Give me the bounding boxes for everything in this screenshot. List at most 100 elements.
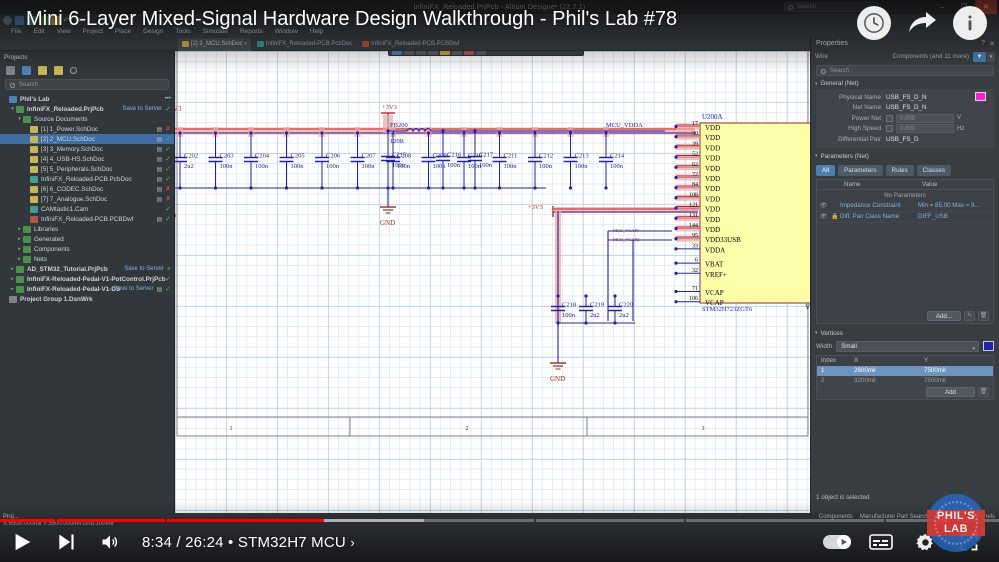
menu-edit[interactable]: Edit xyxy=(33,28,45,35)
field-value[interactable]: USB_FS_D_N xyxy=(886,93,927,101)
eye-icon[interactable]: 👁 xyxy=(819,214,828,220)
lock-icon[interactable]: 🔒 xyxy=(831,214,839,220)
funnel-icon[interactable]: ▼ xyxy=(973,51,986,62)
vertex-y[interactable]: 7500mil xyxy=(924,377,946,384)
menu-simulate[interactable]: Simulate xyxy=(202,28,228,35)
tree-item[interactable]: [3] 3_Memory.SchDoc▤✓ xyxy=(0,144,174,154)
tree-item[interactable]: [4] 4_USB-HS.SchDoc▤✓ xyxy=(0,154,174,164)
add-vertex-button[interactable]: Add xyxy=(925,387,975,397)
tree-item[interactable]: ▸InfiniFX-Reloaded-Pedal-V1-PotControl.P… xyxy=(0,274,174,284)
wire-color-swatch[interactable] xyxy=(983,341,994,351)
tree-item[interactable]: InfiniFX_Reloaded-PCB.PcbDoc▤✓ xyxy=(0,174,174,184)
chevron-right-icon[interactable]: ▸ xyxy=(18,226,21,232)
save-to-server-link[interactable]: Save to Server xyxy=(113,286,154,292)
document-tab-mcu[interactable]: [2] 2_MCU.SchDoc ▾ xyxy=(178,37,251,51)
close-button[interactable]: ✕ xyxy=(975,0,997,14)
vertex-x[interactable]: 2600mil xyxy=(854,367,876,374)
save-all-icon[interactable] xyxy=(27,15,36,25)
menu-place[interactable]: Place xyxy=(114,28,132,35)
general-section-header[interactable]: ▾ General (Net) xyxy=(811,78,999,89)
minimize-button[interactable]: – xyxy=(940,3,944,11)
compile-icon[interactable] xyxy=(54,65,63,75)
save-to-server-link[interactable]: Save to Server xyxy=(122,106,163,112)
add-parameter-button[interactable]: Add... xyxy=(926,310,961,321)
tree-item[interactable]: ▸Libraries xyxy=(0,224,174,234)
panel-mfr-search[interactable]: Manufacturer Part Search xyxy=(859,514,929,520)
menu-project[interactable]: Project xyxy=(82,28,103,35)
chevron-right-icon[interactable]: ▸ xyxy=(18,256,21,262)
close-icon[interactable]: ✕ xyxy=(989,40,995,48)
menu-window[interactable]: Window xyxy=(274,28,298,35)
net-color-swatch[interactable] xyxy=(975,92,986,101)
panel-panels[interactable]: Panels xyxy=(976,514,995,520)
tab-all[interactable]: All xyxy=(816,164,835,176)
help-icon[interactable]: ? xyxy=(981,40,985,47)
tree-item[interactable]: [5] 5_Peripherals.SchDoc▤✓ xyxy=(0,164,174,174)
vertices-section-header[interactable]: ▾ Vertices xyxy=(811,328,999,339)
chevron-down-icon[interactable]: ▾ xyxy=(11,106,14,112)
power-net-checkbox[interactable] xyxy=(886,114,893,122)
table-row[interactable]: 2 3200mil 7500mil xyxy=(817,375,993,386)
menu-reports[interactable]: Reports xyxy=(239,28,263,35)
tree-item[interactable]: ▸Components xyxy=(0,244,174,254)
parameters-section-header[interactable]: ▾ Parameters (Net) xyxy=(811,151,999,162)
open-icon[interactable] xyxy=(39,15,48,25)
tree-item[interactable]: InfiniFX_Reloaded-PCB.PCBDwf▤✓ xyxy=(0,214,174,224)
tree-item[interactable]: Project Group 1.DsnWrk xyxy=(0,294,174,304)
tree-item[interactable]: Phil's Lab••• xyxy=(0,94,174,104)
eye-icon[interactable]: 👁 xyxy=(819,203,828,209)
chevron-right-icon[interactable]: ▸ xyxy=(18,236,21,242)
width-select[interactable]: Small ▾ xyxy=(836,340,979,352)
tree-item[interactable]: ▸Generated xyxy=(0,234,174,244)
chevron-down-icon[interactable]: ▾ xyxy=(18,116,21,122)
projects-search-input[interactable]: Search xyxy=(5,79,169,90)
high-speed-checkbox[interactable] xyxy=(886,125,893,133)
table-row[interactable]: 👁 🔒 Diff. Pair Class Name DIFF_USB xyxy=(817,212,993,223)
tab-rules[interactable]: Rules xyxy=(885,164,914,176)
table-row[interactable]: 1 2600mil 7500mil xyxy=(817,365,993,376)
tree-item[interactable]: ▾Source Documents xyxy=(0,114,174,124)
save-icon[interactable] xyxy=(6,65,15,75)
redo-icon[interactable]: ↷ xyxy=(75,15,82,25)
document-tab-pcbdwf[interactable]: InfiniFX_Reloaded-PCB.PCBDwf xyxy=(358,38,463,51)
tree-item[interactable]: CAMtastic1.Cam✓ xyxy=(0,204,174,214)
chevron-down-icon[interactable]: ▾ xyxy=(244,41,247,47)
chevron-right-icon[interactable]: ▸ xyxy=(18,246,21,252)
power-net-input[interactable]: 0.000 xyxy=(896,113,954,123)
maximize-button[interactable]: ❐ xyxy=(960,4,968,11)
options-icon[interactable] xyxy=(70,66,77,74)
save-to-server-link[interactable]: Save to Server xyxy=(124,266,164,272)
panel-components[interactable]: Components xyxy=(818,514,853,520)
menu-help[interactable]: Help xyxy=(309,28,324,35)
lock-icon[interactable] xyxy=(22,65,31,75)
tree-item[interactable]: [6] 6_CODEC.SchDoc▤✗ xyxy=(0,184,174,194)
more-options-icon[interactable]: ••• xyxy=(164,96,171,102)
undo-icon[interactable]: ↶ xyxy=(63,15,70,25)
vertex-x[interactable]: 3200mil xyxy=(854,377,876,384)
tab-classes[interactable]: Classes xyxy=(916,164,952,176)
chevron-down-icon[interactable]: ▾ xyxy=(987,51,995,62)
tree-item[interactable]: [1] 1_Power.SchDoc▤✗ xyxy=(0,124,174,134)
edit-icon[interactable]: ✎ xyxy=(964,310,975,321)
chevron-right-icon[interactable]: ▸ xyxy=(11,266,14,272)
open-project-icon[interactable] xyxy=(51,15,60,25)
table-row[interactable]: 👁 Impedance Constraint Min = 85.00 Max =… xyxy=(817,201,993,212)
delete-icon[interactable]: 🗑 xyxy=(978,310,989,321)
menu-design[interactable]: Design xyxy=(143,28,164,35)
tree-item[interactable]: [7] 7_Analogue.SchDoc▤✗ xyxy=(0,194,174,204)
field-value[interactable]: USB_FS_D_N xyxy=(886,104,927,112)
save-icon[interactable] xyxy=(15,15,24,25)
tree-item[interactable]: ▸Nets xyxy=(0,254,174,264)
global-search-input[interactable]: Search xyxy=(784,2,879,12)
menu-file[interactable]: File xyxy=(11,28,22,35)
tree-item[interactable]: [2] 2_MCU.SchDoc▤✓ xyxy=(0,134,174,144)
properties-search-input[interactable]: Search xyxy=(816,65,994,76)
open-folder-icon[interactable] xyxy=(38,65,47,75)
delete-icon[interactable]: 🗑 xyxy=(978,387,989,397)
document-tab-pcbdoc[interactable]: InfiniFX_Reloaded-PCB.PcbDoc xyxy=(253,38,356,51)
chevron-right-icon[interactable]: ▸ xyxy=(11,276,14,282)
